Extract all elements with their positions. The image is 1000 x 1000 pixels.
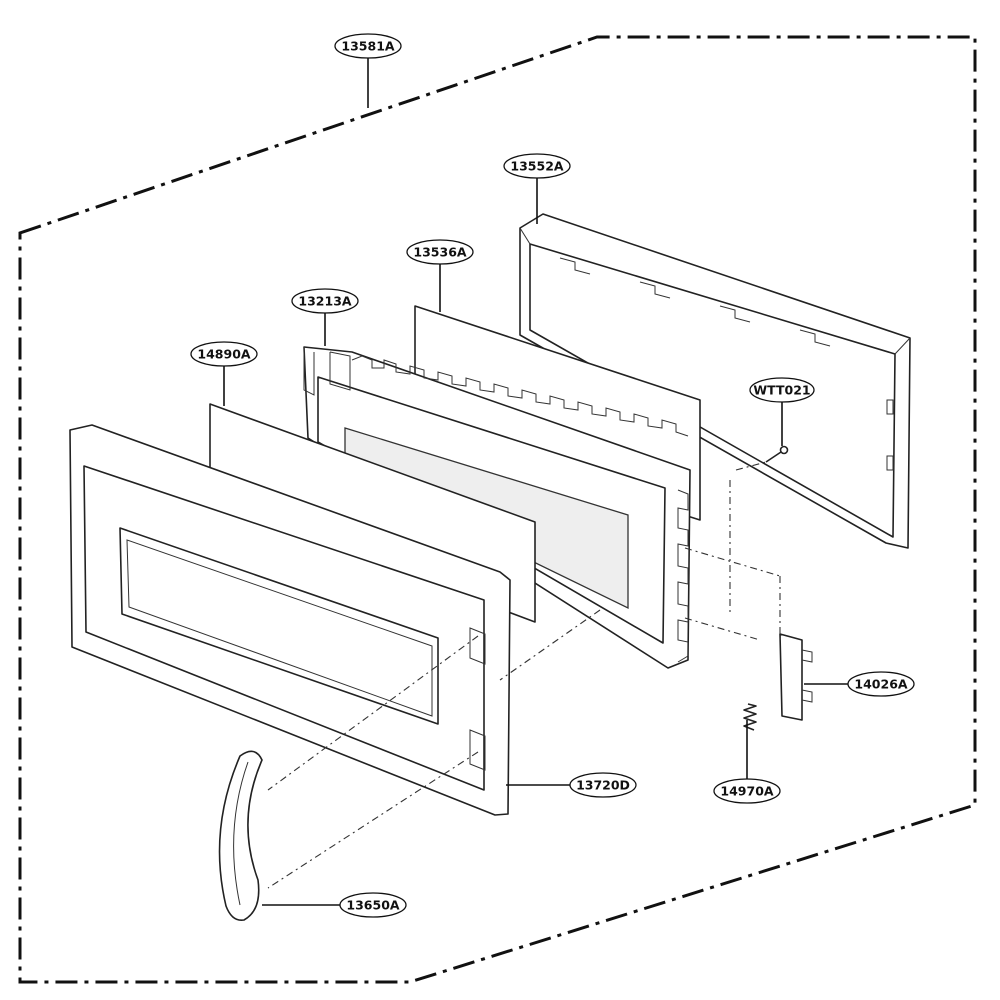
- label-13213A-text: 13213A: [298, 294, 351, 309]
- label-13581A-text: 13581A: [341, 39, 394, 54]
- spring: [743, 703, 757, 731]
- label-13213A: 13213A: [291, 288, 359, 314]
- label-13720D: 13720D: [569, 772, 637, 798]
- label-13536A-text: 13536A: [413, 245, 466, 260]
- label-14890A: 14890A: [190, 341, 258, 367]
- label-13536A: 13536A: [406, 239, 474, 265]
- door-handle: [218, 750, 263, 922]
- label-14890A-text: 14890A: [197, 347, 250, 362]
- alignment-guides: [267, 461, 781, 889]
- label-13552A: 13552A: [503, 153, 571, 179]
- label-13720D-text: 13720D: [576, 778, 630, 793]
- label-14970A: 14970A: [713, 778, 781, 804]
- label-WTT021: WTT021: [749, 377, 815, 403]
- label-13552A-text: 13552A: [510, 159, 563, 174]
- label-13650A-text: 13650A: [346, 898, 399, 913]
- screw: [765, 445, 789, 463]
- leader-lines: [223, 58, 848, 906]
- label-13650A: 13650A: [339, 892, 407, 918]
- label-14026A-text: 14026A: [854, 677, 907, 692]
- label-14970A-text: 14970A: [720, 784, 773, 799]
- latch-hook: [779, 633, 813, 721]
- assembly-boundary: [18, 35, 977, 984]
- outer-door-frame: [519, 213, 911, 549]
- label-13581A: 13581A: [334, 33, 402, 59]
- label-14026A: 14026A: [847, 671, 915, 697]
- door-front-frame: [69, 424, 511, 816]
- label-WTT021-text: WTT021: [753, 383, 810, 398]
